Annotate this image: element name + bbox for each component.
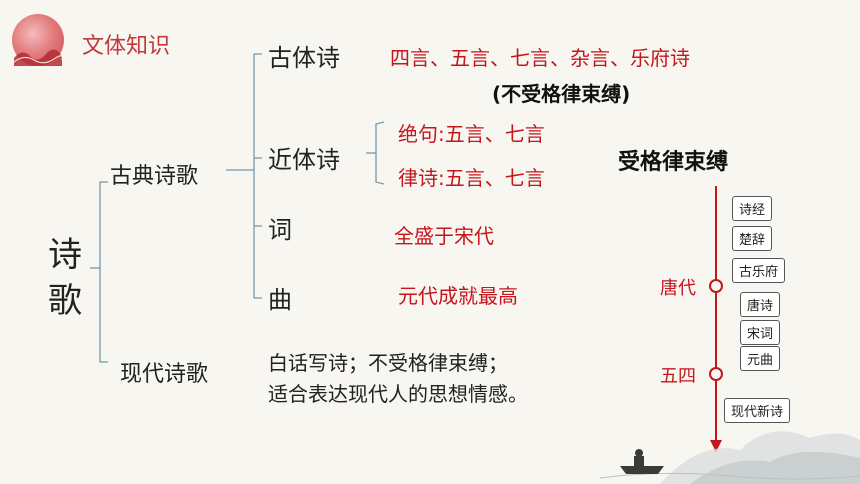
root-char-2: 歌 [48,281,82,321]
timeline-tang-label: 唐代 [660,278,696,299]
landscape-boat-decoration [600,431,860,484]
lvshi-desc: 律诗:五言、七言 [398,166,545,190]
modern-desc-line-2: 适合表达现代人的思想情感。 [268,382,528,406]
timeline-arrow-icon [710,440,722,452]
root-node: 诗 歌 [44,232,86,324]
classical-poetry-label: 古典诗歌 [110,164,199,189]
tag-yuanqu: 元曲 [740,346,781,371]
modern-desc-line-1: 白话写诗；不受格律束缚； [268,351,508,375]
modern-desc: 白话写诗；不受格律束缚； 适合表达现代人的思想情感。 [268,348,528,410]
ci-desc: 全盛于宋代 [394,224,494,248]
root-bracket-line [99,181,108,363]
wusi-node-icon [709,367,723,381]
qu-desc: 元代成就最高 [398,284,518,308]
qu-label: 曲 [268,286,292,314]
section-title: 文体知识 [82,34,171,59]
tag-chuci: 楚辞 [732,226,773,251]
tag-songci: 宋词 [740,320,781,345]
ci-label: 词 [268,216,292,244]
boat-icon [620,466,664,474]
classical-bracket-line [253,53,262,299]
jintishi-note: 受格律束缚 [618,150,729,175]
tag-shijing: 诗经 [732,196,773,221]
tag-gu-yuefu: 古乐府 [732,258,786,283]
root-char-1: 诗 [48,235,82,275]
timeline-wusi-label: 五四 [660,366,696,387]
gutishi-note: (不受格律束缚) [492,82,631,106]
tang-node-icon [709,279,723,293]
modern-poetry-label: 现代诗歌 [120,362,209,387]
logo-wave-icon [14,49,62,66]
gutishi-desc: 四言、五言、七言、杂言、乐府诗 [390,46,690,70]
jueju-desc: 绝句:五言、七言 [398,122,545,146]
tag-tangshi: 唐诗 [740,292,781,317]
jintishi-label: 近体诗 [268,146,340,174]
tag-xiandai-xinshi: 现代新诗 [724,398,791,423]
gutishi-label: 古体诗 [268,44,340,72]
